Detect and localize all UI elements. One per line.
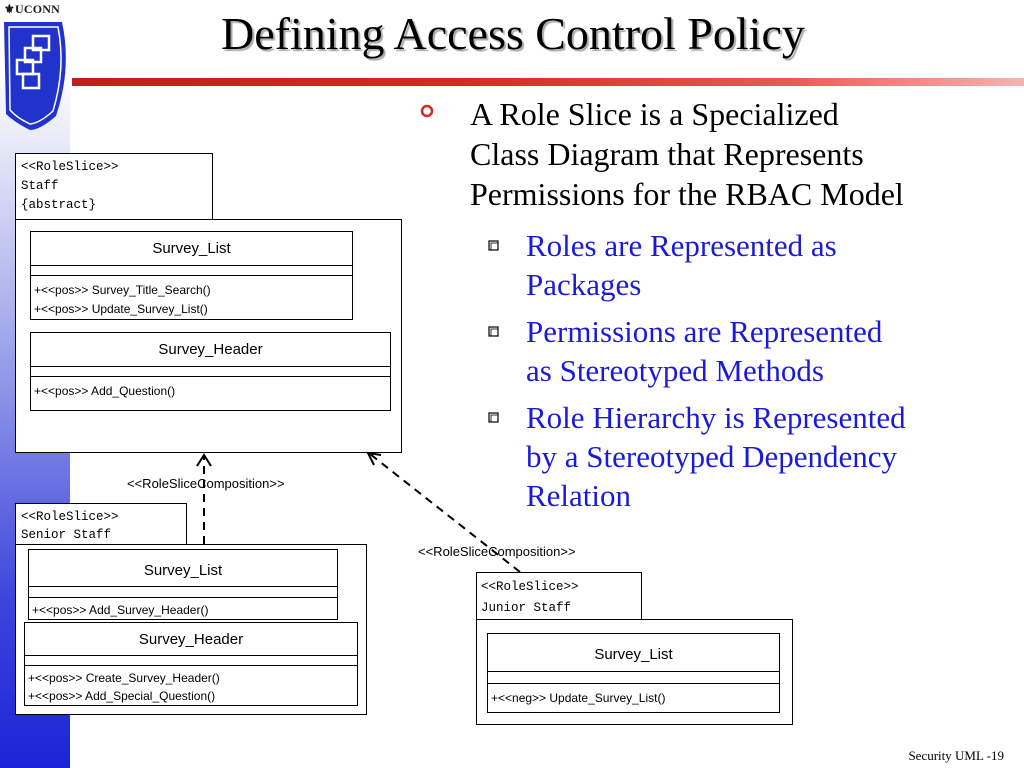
method: +<<neg>> Update_Survey_List() [491, 691, 666, 705]
divider [31, 376, 390, 377]
class-name: Survey_List [594, 646, 673, 663]
square-bullet-icon [488, 326, 499, 337]
method: +<<pos>> Survey_Title_Search() [34, 283, 211, 297]
class-survey-list: Survey_List +<<pos>> Survey_Title_Search… [30, 231, 353, 320]
main-bullet-line-1: A Role Slice is a Specialized [470, 96, 839, 132]
stereotype-label: <<RoleSlice>> [21, 510, 119, 524]
method: +<<pos>> Add_Special_Question() [28, 689, 216, 703]
divider [25, 655, 357, 656]
slide-title: Defining Access Control Policy [221, 8, 805, 59]
sub-bullet-line: Permissions are Represented [526, 314, 883, 349]
composition-label-junior: <<RoleSliceComposition>> [418, 544, 576, 559]
divider [488, 671, 779, 672]
staff-package-tab: <<RoleSlice>> Staff {abstract} [15, 153, 213, 223]
sub-bullet-line: as Stereotyped Methods [526, 353, 824, 388]
class-survey-list: Survey_List +<<neg>> Update_Survey_List(… [487, 633, 780, 713]
junior-to-staff-dependency [369, 453, 521, 573]
arrowhead-icon [196, 453, 212, 467]
divider [488, 683, 779, 684]
class-survey-header: Survey_Header +<<pos>> Add_Question() [30, 332, 391, 411]
circle-bullet-icon [420, 104, 434, 118]
class-survey-list: Survey_List +<<pos>> Add_Survey_Header() [28, 549, 338, 620]
sub-bullet-line: Relation [526, 478, 632, 513]
role-name: Staff [21, 179, 59, 193]
main-bullet-line-2: Class Diagram that Represents [470, 136, 864, 172]
staff-package-body: Survey_List +<<pos>> Survey_Title_Search… [15, 219, 402, 453]
divider [31, 366, 390, 367]
uconn-logo-text: UCONN [14, 2, 60, 16]
square-bullet-icon [488, 412, 499, 423]
stereotype-label: <<RoleSlice>> [481, 580, 579, 594]
role-name: Senior Staff [21, 528, 112, 542]
sub-bullet-line: Roles are Represented as [526, 228, 837, 263]
cse-seal-icon [4, 22, 66, 130]
junior-package-tab: <<RoleSlice>> Junior Staff [476, 572, 642, 622]
class-name: Survey_Header [138, 631, 244, 648]
abstract-label: {abstract} [21, 198, 97, 212]
method: +<<pos>> Add_Survey_Header() [32, 603, 209, 617]
senior-package-tab: <<RoleSlice>> Senior Staff [15, 503, 187, 549]
method: +<<pos>> Create_Survey_Header() [28, 671, 220, 685]
method: +<<pos>> Update_Survey_List() [34, 302, 208, 316]
class-name: Survey_List [152, 240, 231, 257]
stereotype-label: <<RoleSlice>> [21, 160, 119, 174]
composition-label-senior: <<RoleSliceComposition>> [127, 476, 285, 491]
divider [29, 597, 337, 598]
sub-bullet-line: Packages [526, 267, 642, 302]
class-survey-header: Survey_Header +<<pos>> Create_Survey_Hea… [24, 622, 358, 706]
slide-footer: Security UML -19 [908, 748, 1004, 763]
junior-package-body: Survey_List +<<neg>> Update_Survey_List(… [476, 619, 793, 725]
uconn-logo: ⚜UCONN [4, 2, 60, 16]
role-name: Junior Staff [481, 601, 572, 615]
divider [31, 265, 352, 266]
divider [25, 665, 357, 666]
sub-bullet-line: by a Stereotyped Dependency [526, 439, 898, 474]
class-name: Survey_Header [158, 341, 263, 358]
class-name: Survey_List [143, 562, 223, 579]
divider [31, 275, 352, 276]
method: +<<pos>> Add_Question() [34, 384, 176, 398]
divider [29, 586, 337, 587]
main-bullet-line-3: Permissions for the RBAC Model [470, 176, 904, 212]
senior-package-body: Survey_List +<<pos>> Add_Survey_Header()… [15, 544, 367, 715]
title-underline-bar [72, 78, 1024, 86]
arrowhead-icon [366, 451, 382, 466]
square-bullet-icon [488, 240, 499, 251]
sub-bullet-line: Role Hierarchy is Represented [526, 400, 906, 435]
